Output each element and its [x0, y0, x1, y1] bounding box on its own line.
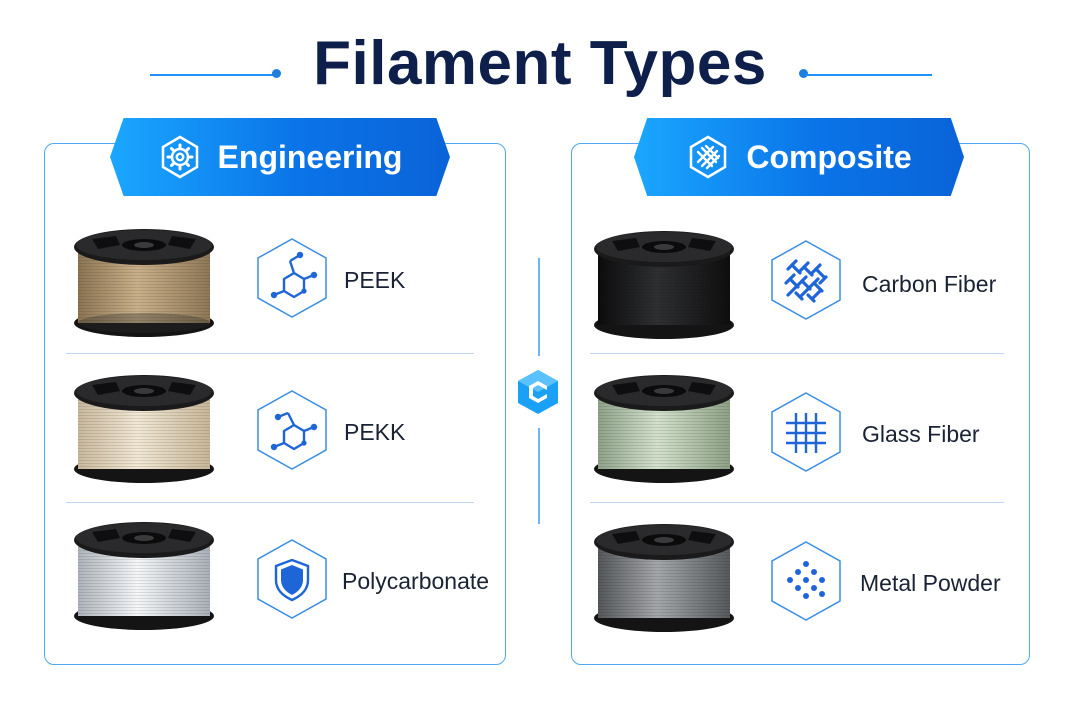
filament-label: Metal Powder	[860, 570, 1001, 596]
engineering-banner-label: Engineering	[217, 138, 403, 175]
title-area: Filament Types	[0, 22, 1080, 98]
title-decoration-left-dot	[272, 69, 281, 78]
peek-spool-image	[74, 229, 214, 337]
carbon-fiber-spool-image	[594, 231, 734, 339]
title-decoration-left	[150, 74, 276, 76]
grid-mesh-icon	[771, 392, 841, 472]
center-divider-top	[538, 258, 540, 356]
row-divider	[590, 502, 1004, 503]
filament-row-glass-fiber: Glass Fiber	[588, 355, 1018, 503]
row-divider	[590, 353, 1004, 354]
composite-banner: Composite	[634, 118, 964, 196]
metal-powder-spool-image	[594, 524, 734, 632]
shield-icon	[257, 539, 327, 619]
filament-row-metal-powder: Metal Powder	[588, 506, 1018, 654]
row-divider	[66, 502, 474, 503]
powder-dots-icon	[771, 541, 841, 621]
gear-icon	[158, 135, 202, 179]
title-decoration-right-dot	[799, 69, 808, 78]
molecule-icon	[257, 238, 327, 318]
filament-label: Carbon Fiber	[862, 271, 997, 297]
filament-row-polycarbonate: Polycarbonate	[60, 506, 490, 654]
glass-fiber-spool-image	[594, 375, 734, 483]
cube-logo-icon	[518, 370, 558, 414]
molecule-icon	[257, 390, 327, 470]
filament-row-pekk: PEKK	[60, 355, 490, 503]
fiber-mesh-icon	[686, 135, 730, 179]
filament-label: Polycarbonate	[342, 568, 490, 594]
polycarbonate-spool-image	[74, 522, 214, 630]
page-title: Filament Types	[313, 29, 767, 98]
title-decoration-right	[806, 74, 932, 76]
composite-banner-label: Composite	[746, 138, 912, 175]
woven-fiber-icon	[771, 240, 841, 320]
center-divider-bottom	[538, 428, 540, 524]
filament-row-carbon-fiber: Carbon Fiber	[588, 205, 1018, 353]
pekk-spool-image	[74, 375, 214, 483]
row-divider	[66, 353, 474, 354]
filament-label: PEEK	[344, 267, 406, 293]
filament-label: Glass Fiber	[862, 421, 980, 447]
engineering-banner: Engineering	[110, 118, 450, 196]
filament-row-peek: PEEK	[60, 205, 490, 353]
filament-label: PEKK	[344, 419, 406, 445]
